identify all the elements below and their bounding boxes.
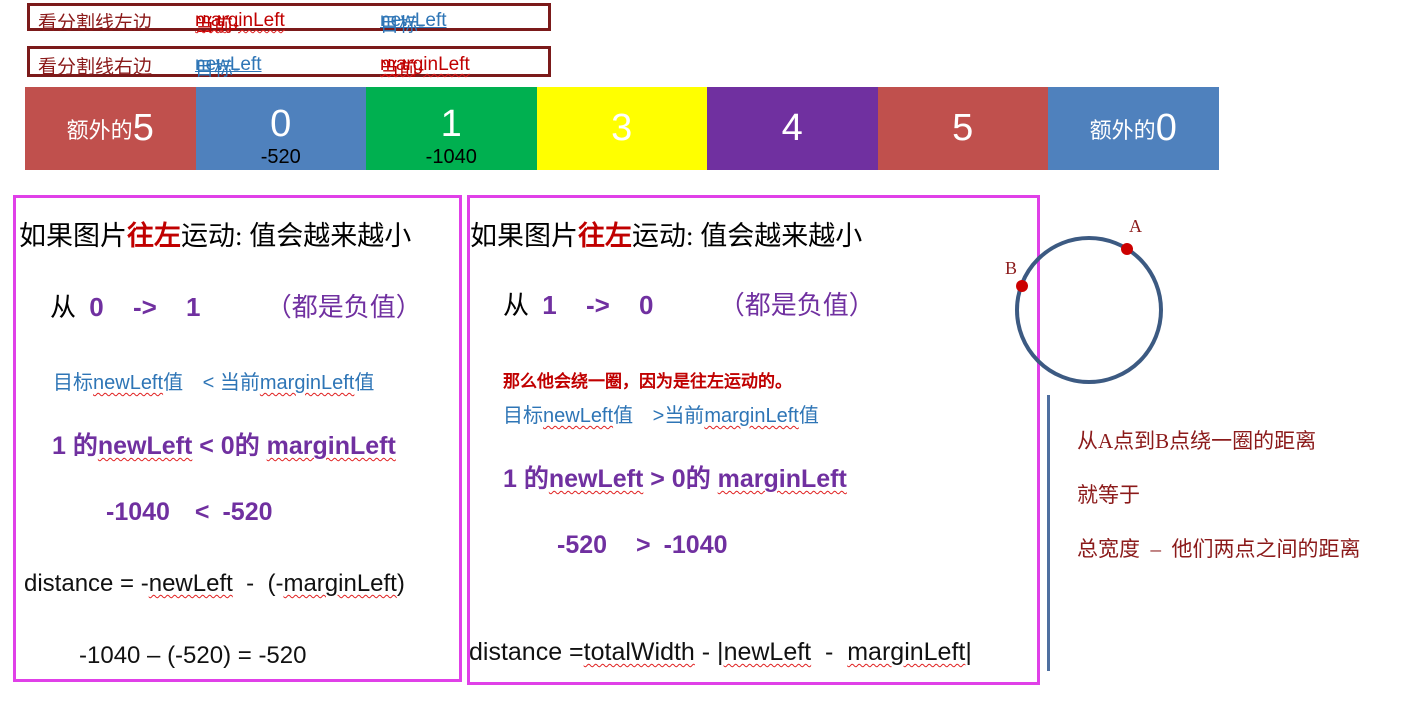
slide-cell-5: 5	[877, 87, 1048, 170]
cell-number: 0	[270, 103, 292, 145]
cell-prefix: 额外的	[1089, 117, 1156, 143]
right-distance-formula: distance =totalWidth - |newLeft - margin…	[469, 638, 972, 666]
left-values-line: -1040 < -520	[106, 498, 273, 526]
left-newleft-line: 1 的newLeft < 0的 marginLeft	[52, 432, 396, 460]
cell-prefix: 额外的	[66, 117, 133, 143]
left-calculation: -1040 – (-520) = -520	[79, 642, 307, 669]
right-from-line: 从 1 -> 0 （都是负值）	[503, 290, 875, 320]
right-red-note: 那么他会绕一圈，因为是往左运动的。	[503, 372, 792, 391]
slide-cell-0: 0 -520	[195, 87, 366, 170]
left-case-panel	[13, 195, 462, 682]
cell-offset-label: -520	[260, 146, 301, 168]
cell-number: 0	[1155, 107, 1177, 149]
cell-number: 5	[952, 107, 974, 149]
right-newleft-line: 1 的newLeft > 0的 marginLeft	[503, 465, 847, 493]
slide-cell-1: 1 -1040	[366, 87, 537, 170]
slide-cell-3: 3	[536, 87, 707, 170]
left-title: 如果图片往左运动: 值会越来越小	[19, 221, 412, 251]
point-b-dot	[1016, 280, 1028, 292]
legend-row-right-side: 看分割线右边 目标-newLeft 当前-marginLeft	[27, 46, 551, 80]
explain-line-2: 就等于	[1077, 483, 1140, 507]
left-from-line: 从 0 -> 1 （都是负值）	[50, 292, 422, 322]
right-title: 如果图片往左运动: 值会越来越小	[470, 221, 863, 251]
slide-cell-4: 4	[707, 87, 878, 170]
explain-line-1: 从A点到B点绕一圈的距离	[1077, 429, 1317, 453]
point-a-dot	[1121, 243, 1133, 255]
legend-row-label: 看分割线左边	[38, 13, 153, 34]
cell-number: 1	[440, 103, 462, 145]
explain-line-3: 总宽度 – 他们两点之间的距离	[1077, 537, 1361, 561]
right-case-panel	[467, 195, 1040, 685]
loop-circle	[1015, 236, 1163, 384]
left-compare-line: 目标newLeft值 < 当前marginLeft值	[53, 372, 375, 394]
cell-number: 5	[132, 107, 154, 149]
cell-offset-label: -1040	[425, 146, 477, 168]
right-compare-line: 目标newLeft值 >当前marginLeft值	[503, 405, 819, 427]
cell-number: 4	[781, 107, 803, 149]
vertical-divider	[1047, 395, 1050, 671]
legend-row-left-side: 看分割线左边 当前-marginLeft 目标-newLeft	[27, 3, 551, 36]
left-distance-formula: distance = -newLeft - (-marginLeft)	[24, 570, 405, 597]
legend-row-label: 看分割线右边	[38, 57, 153, 78]
cell-number: 3	[611, 107, 633, 149]
right-values-line: -520 > -1040	[557, 531, 728, 559]
point-b-label: B	[1005, 258, 1018, 278]
circle-diagram	[1015, 236, 1163, 384]
point-a-label: A	[1129, 216, 1142, 236]
